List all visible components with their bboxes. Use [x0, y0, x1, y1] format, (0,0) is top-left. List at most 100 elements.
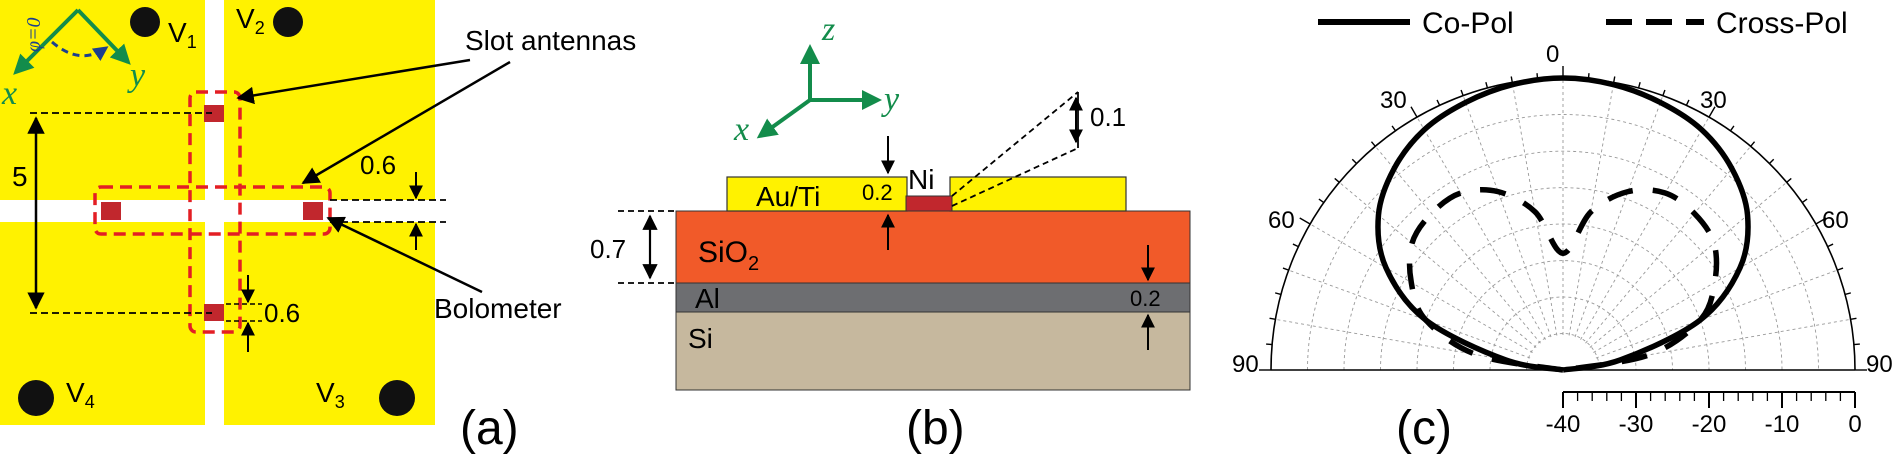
panel-c: Co-Pol Cross-Pol 0 30 30 60 60 90 90 -40… [1232, 7, 1893, 454]
angle-label-90-left: 90 [1232, 351, 1259, 378]
outer-tick [1269, 317, 1276, 320]
panel-a: V1 V2 V4 V3 φ=0 x y 5 0.6 0. [0, 0, 636, 454]
ni-label: Ni [908, 164, 934, 195]
grid-spoke [1462, 95, 1552, 338]
outer-tick [1410, 106, 1418, 118]
layer-au-ti-right [949, 176, 1127, 212]
layer-al [675, 282, 1191, 313]
ni-bolometer [905, 195, 953, 212]
grid-spoke [1593, 223, 1817, 353]
layer-sio2-label: SiO2 [698, 236, 759, 275]
panel-a-caption: (a) [460, 402, 519, 454]
bolometer-left [101, 202, 121, 220]
series-cross-pol [1406, 186, 1720, 373]
angle-label-0: 0 [1546, 41, 1559, 68]
b-axis-z-label: z [821, 11, 835, 48]
outer-tick [1786, 177, 1792, 183]
scale-tick-label: 0 [1848, 411, 1861, 438]
dim-01-line1 [951, 91, 1079, 197]
outer-tick [1266, 343, 1273, 346]
grid-spoke [1275, 318, 1529, 365]
polar-series [1375, 75, 1751, 373]
angle-label-30-left: 30 [1380, 87, 1407, 114]
slot-callout-arrow1 [236, 58, 471, 105]
electrode-v4-dot [18, 380, 54, 416]
layer-au-ti-left [726, 176, 908, 212]
legend-copol-label: Co-Pol [1422, 7, 1514, 40]
phi-rotation-arrow [51, 40, 109, 61]
radial-scale: -40 -30 -20 -10 0 [1546, 391, 1862, 438]
axis-y-label: y [127, 57, 146, 94]
layer-si-label: Si [688, 323, 713, 354]
label-v2: V2 [236, 3, 265, 38]
outer-tick [1685, 99, 1690, 106]
dim-01-label: 0.1 [1090, 102, 1126, 132]
outer-tick [1485, 81, 1489, 89]
grid-ring [1343, 150, 1783, 371]
grid-spoke [1574, 95, 1664, 338]
panel-b: Si Al SiO2 Au/Ti Ni z y x 0.1 0.2 0.7 0.… [590, 11, 1191, 454]
angle-label-60-left: 60 [1268, 207, 1295, 234]
outer-tick [1827, 243, 1834, 248]
slot-vertical-outline [188, 90, 242, 334]
layer-au-ti-label: Au/Ti [756, 181, 820, 212]
grid-spoke [1416, 116, 1546, 340]
outer-tick [1801, 198, 1808, 204]
outer-tick [1274, 292, 1282, 296]
grid-spoke [1568, 82, 1615, 336]
label-v3: V3 [316, 377, 345, 412]
slot-antennas-label: Slot antennas [465, 25, 636, 56]
layer-si [675, 311, 1191, 391]
outer-tick [1299, 217, 1311, 225]
angle-label-30-right: 30 [1700, 87, 1727, 114]
outer-tick [1850, 317, 1857, 320]
scale-tick-label: -40 [1546, 411, 1581, 438]
dim-5-label: 5 [12, 161, 28, 192]
bolometer-right [303, 202, 323, 220]
outer-tick [1318, 198, 1325, 204]
grid-spoke [1288, 269, 1531, 359]
grid-spoke [1309, 223, 1533, 353]
layer-sio2 [675, 210, 1191, 284]
dim-06-bottom-label: 0.6 [264, 298, 300, 328]
label-v1: V1 [168, 17, 197, 52]
outer-tick [1282, 267, 1289, 271]
dim-01-line2 [951, 147, 1079, 207]
dim-06-top-label: 0.6 [360, 150, 396, 180]
axis-y-arrow [76, 8, 131, 65]
scale-tick-label: -10 [1765, 411, 1800, 438]
outer-tick [1351, 158, 1358, 165]
bolometer-label: Bolometer [434, 293, 562, 324]
slot-callout-arrow2 [301, 60, 511, 185]
outer-tick [1844, 292, 1852, 296]
dim-02-bottom-label: 0.2 [1130, 286, 1161, 311]
outer-tick [1729, 125, 1735, 132]
outer-tick [1708, 106, 1716, 118]
electrode-v3-dot [379, 380, 415, 416]
outer-tick [1436, 99, 1441, 106]
scale-tick-label: -30 [1619, 411, 1654, 438]
grid-spoke [1585, 146, 1752, 344]
outer-tick [1837, 267, 1844, 271]
angle-label-90-right: 90 [1866, 351, 1893, 378]
grid-spoke [1374, 146, 1541, 344]
scale-tick-label: -20 [1692, 411, 1727, 438]
angle-label-60-right: 60 [1822, 207, 1849, 234]
grid-spoke [1589, 181, 1787, 348]
grid-ring [1526, 333, 1600, 371]
axis-x-label: x [1, 75, 17, 112]
polar-grid [1259, 66, 1867, 371]
layer-al-label: Al [695, 283, 720, 314]
panel-b-caption: (b) [906, 402, 965, 454]
outer-tick [1370, 141, 1376, 147]
phi-label: φ=0 [23, 17, 45, 52]
outer-tick [1292, 243, 1299, 248]
bolometer-bottom [204, 304, 224, 321]
outer-tick [1768, 158, 1775, 165]
series-co-pol [1375, 75, 1751, 373]
grid-spoke [1580, 116, 1710, 340]
legend-crosspol-label: Cross-Pol [1716, 7, 1848, 40]
outer-tick [1334, 177, 1340, 183]
outer-tick [1815, 217, 1827, 225]
